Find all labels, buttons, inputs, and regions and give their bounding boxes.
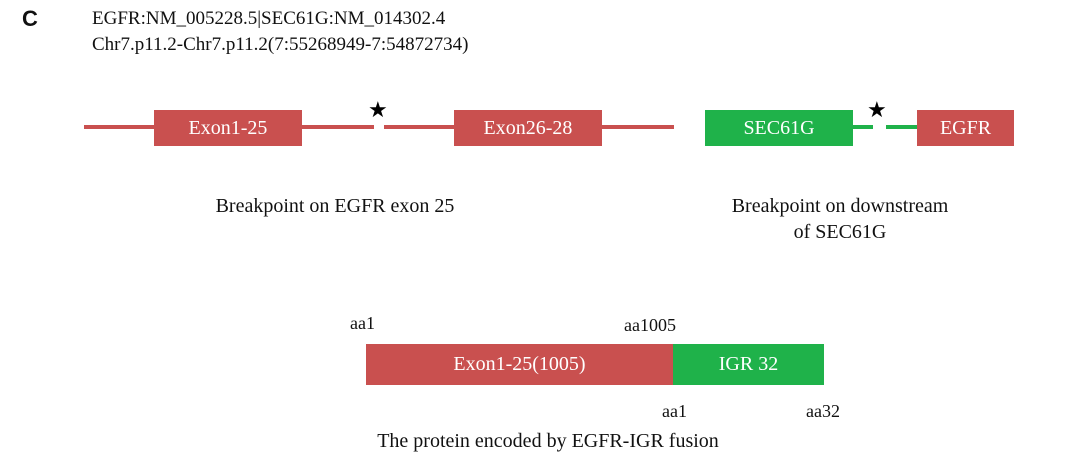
- sec61g-line-2: [886, 125, 917, 129]
- egfr-intron-line-2: [302, 125, 374, 129]
- exon-1-25-label: Exon1-25: [188, 116, 268, 139]
- genomic-coordinates: Chr7.p11.2-Chr7.p11.2(7:55268949-7:54872…: [92, 34, 469, 55]
- right-caption-line-1: Breakpoint on downstream: [731, 195, 949, 217]
- panel-letter: C: [22, 6, 38, 31]
- egfr-label: EGFR: [939, 116, 992, 139]
- exon-1-25-protein-label: Exon1-25(1005): [453, 353, 586, 375]
- igr-32-label: IGR 32: [718, 353, 779, 375]
- aa1005-label: aa1005: [624, 315, 676, 335]
- transcript-ids: EGFR:NM_005228.5|SEC61G:NM_014302.4: [92, 8, 446, 29]
- exon-26-28-box: Exon26-28: [454, 110, 602, 146]
- breakpoint-star-icon: ★: [368, 98, 388, 123]
- exon-1-25-box: Exon1-25: [154, 110, 302, 146]
- egfr-box: EGFR: [917, 110, 1014, 146]
- igr-32-protein-segment: IGR 32: [673, 344, 824, 385]
- sec61g-box: SEC61G: [705, 110, 853, 146]
- sec61g-label: SEC61G: [743, 116, 815, 139]
- aa1-igr-label: aa1: [662, 401, 687, 421]
- left-caption: Breakpoint on EGFR exon 25: [215, 195, 455, 217]
- aa1-start-label: aa1: [350, 313, 375, 333]
- protein-caption: The protein encoded by EGFR-IGR fusion: [377, 430, 719, 452]
- breakpoint-star-icon: ★: [867, 98, 887, 123]
- egfr-intron-line-1: [84, 125, 154, 129]
- right-caption-line-2: of SEC61G: [793, 221, 887, 243]
- egfr-intron-line-4: [602, 125, 674, 129]
- aa32-label: aa32: [806, 401, 840, 421]
- exon-26-28-label: Exon26-28: [483, 116, 573, 139]
- egfr-intron-line-3: [384, 125, 454, 129]
- sec61g-line-1: [853, 125, 873, 129]
- exon-1-25-protein-segment: Exon1-25(1005): [366, 344, 673, 385]
